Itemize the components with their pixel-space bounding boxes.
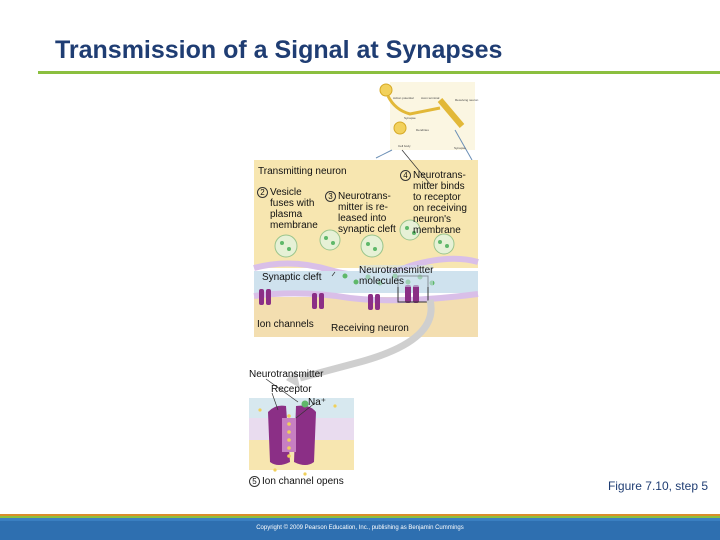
receiving-cytoplasm	[254, 297, 478, 337]
ion-channel	[405, 285, 419, 303]
label-leader-line	[265, 378, 299, 403]
footer-band	[0, 521, 720, 540]
label-leader-line	[295, 402, 316, 419]
mini-zoom-line-right	[454, 129, 473, 161]
mini-label: Synapse	[404, 116, 416, 120]
footer-stripe	[0, 518, 720, 521]
footer-stripe	[0, 516, 720, 518]
na-ion-dots	[258, 404, 337, 476]
mini-label: Synapse	[454, 146, 466, 150]
mini-neuron-top	[379, 83, 393, 97]
ion-channels-label: Ion channels	[257, 319, 314, 330]
step-2-number: 2	[257, 187, 268, 198]
label-leader-line	[331, 271, 336, 277]
synaptic-cleft-label: Synaptic cleft	[262, 272, 322, 283]
closeup-ion-channel	[268, 405, 316, 465]
mini-axon-terminal	[437, 98, 465, 128]
ion-channel	[259, 289, 271, 305]
mini-label: Axon terminal	[421, 96, 440, 100]
title-underline	[38, 71, 720, 74]
mini-inset-background	[390, 82, 475, 150]
receptor-label: Receptor	[271, 384, 312, 395]
zoom-arrow	[299, 299, 435, 382]
mini-neuron-bottom	[393, 121, 407, 135]
mini-label: Receiving neuron	[455, 98, 479, 102]
mini-label: Cell body	[398, 144, 411, 148]
footer-stripe	[0, 514, 720, 516]
mini-axon	[386, 95, 441, 116]
receiving-membrane	[253, 290, 479, 304]
label-leader-line	[271, 392, 279, 411]
vesicle	[399, 219, 421, 241]
mini-label: Dendrites	[416, 128, 429, 132]
ion-channel	[312, 293, 324, 309]
vesicle	[433, 233, 455, 255]
vesicle	[360, 234, 384, 258]
neurotransmitter-label: Neurotransmitter	[249, 369, 324, 380]
figure-caption: Figure 7.10, step 5	[607, 479, 708, 493]
label-leader-line	[401, 149, 431, 185]
receiving-neuron-label: Receiving neuron	[331, 323, 409, 334]
slide-title: Transmission of a Signal at Synapses	[55, 36, 503, 64]
step-5-number: 5	[249, 476, 260, 487]
zoom-arrow-head	[286, 370, 300, 388]
transmitting-neuron-label: Transmitting neuron	[258, 166, 347, 177]
na-ion-label: Na⁺	[308, 397, 327, 408]
neurotransmitter-molecules-label: Neurotransmitter molecules	[359, 265, 434, 287]
copyright-text: Copyright © 2009 Pearson Education, Inc.…	[256, 525, 464, 531]
step-3-number: 3	[325, 191, 336, 202]
vesicle	[274, 234, 298, 258]
mini-zoom-line-left	[375, 149, 393, 159]
mini-label: Action potential	[393, 96, 414, 100]
step-4-number: 4	[400, 170, 411, 181]
neurotransmitter-molecule	[301, 400, 309, 408]
ion-channel	[368, 294, 380, 310]
vesicle	[319, 229, 341, 251]
